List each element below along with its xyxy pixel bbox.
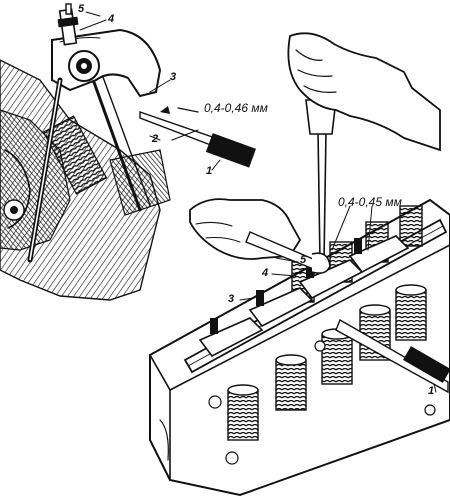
callout-left-2: 2 — [152, 133, 159, 145]
screwdriver — [317, 129, 327, 263]
callout-left-3: 3 — [170, 71, 177, 83]
callout-right-1: 1 — [428, 385, 435, 397]
callout-right-5: 5 — [300, 254, 307, 266]
callout-right-3: 3 — [228, 293, 235, 305]
clearance-label-left: 0,4-0,46 мм — [204, 101, 268, 115]
hand-top — [287, 32, 441, 152]
cutaway-view — [0, 3, 256, 301]
head-assembly-view — [149, 32, 450, 497]
callout-left-5: 5 — [78, 3, 85, 15]
callout-left-4: 4 — [108, 13, 115, 25]
cylinder-head-body — [149, 198, 450, 497]
clearance-label-right: 0,4-0,45 мм — [338, 195, 402, 209]
callout-right-4: 4 — [262, 267, 269, 279]
callout-left-1: 1 — [206, 165, 213, 177]
